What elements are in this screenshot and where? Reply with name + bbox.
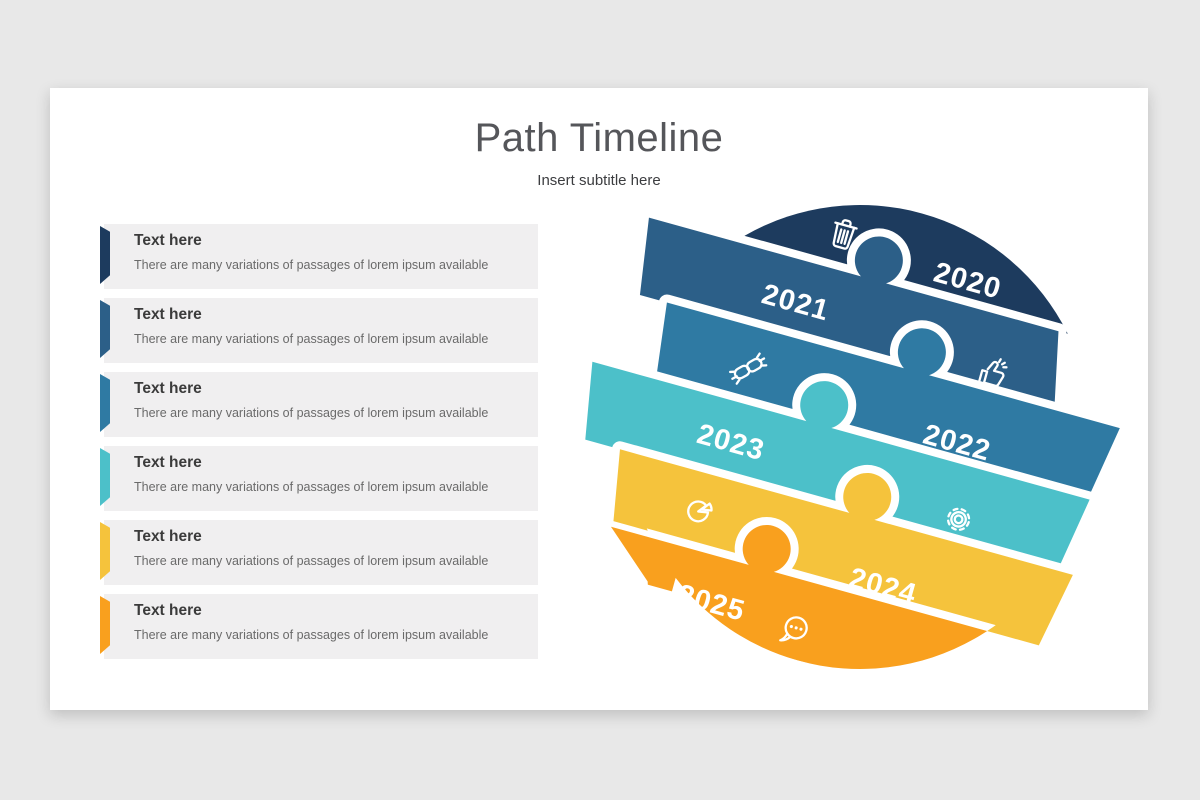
- band-2021: [631, 209, 1067, 418]
- list-item: Text here There are many variations of p…: [100, 298, 538, 363]
- pie-chart-icon: [687, 500, 713, 523]
- item-title: Text here: [134, 528, 202, 545]
- band-2022: [647, 294, 1128, 508]
- slide: Path Timeline Insert subtitle here Text …: [50, 88, 1148, 723]
- list-item: Text here There are many variations of p…: [100, 224, 538, 289]
- list-item: Text here There are many variations of p…: [100, 520, 538, 585]
- list-item: Text here There are many variations of p…: [100, 372, 538, 437]
- item-accent-bar: [100, 226, 110, 284]
- item-description: There are many variations of passages of…: [134, 332, 489, 346]
- item-accent-bar: [100, 374, 110, 432]
- gear-icon: [946, 507, 971, 531]
- item-accent-bar: [100, 596, 110, 654]
- list-item: Text here There are many variations of p…: [100, 594, 538, 659]
- item-title: Text here: [134, 602, 202, 619]
- item-description: There are many variations of passages of…: [134, 480, 489, 494]
- slide-title: Path Timeline: [474, 116, 724, 160]
- band-2023: [577, 353, 1098, 579]
- band-2024: [604, 441, 1081, 654]
- puzzle-timeline-diagram: 2020 2021 2022 2023 2024 2025: [577, 151, 1146, 723]
- item-description: There are many variations of passages of…: [134, 554, 489, 568]
- item-description: There are many variations of passages of…: [134, 628, 489, 642]
- item-accent-bar: [100, 522, 110, 580]
- trash-icon: [832, 219, 858, 250]
- thumbs-up-icon: [977, 358, 1008, 387]
- chat-icon: [779, 616, 808, 642]
- item-accent-bar: [100, 448, 110, 506]
- slide-subtitle: Insert subtitle here: [537, 172, 661, 189]
- item-title: Text here: [134, 306, 202, 323]
- item-description: There are many variations of passages of…: [134, 406, 489, 420]
- item-title: Text here: [134, 454, 202, 471]
- timeline-list: Text here There are many variations of p…: [100, 224, 538, 668]
- item-title: Text here: [134, 380, 202, 397]
- item-description: There are many variations of passages of…: [134, 258, 489, 272]
- item-title: Text here: [134, 232, 202, 249]
- link-icon: [729, 352, 768, 385]
- item-accent-bar: [100, 300, 110, 358]
- list-item: Text here There are many variations of p…: [100, 446, 538, 511]
